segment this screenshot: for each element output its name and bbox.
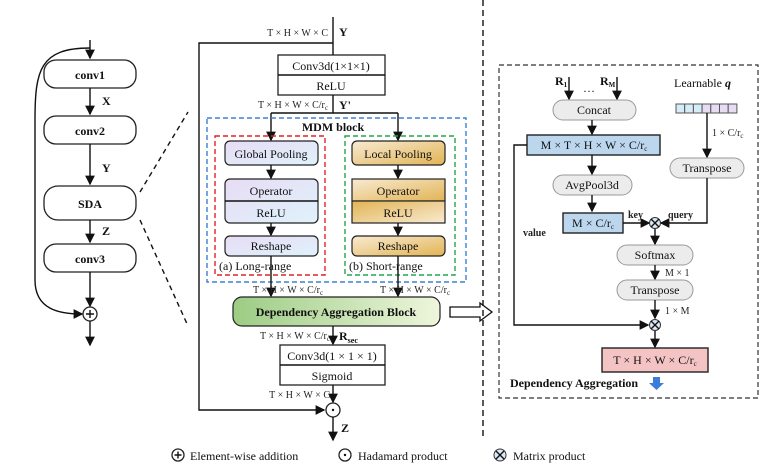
dab-out-dims: T × H × W × C/r [260,331,328,342]
q-vector-cell [675,103,686,114]
short-out-dims: T × H × W × C/r [380,285,448,296]
svg-text:1 × C/rc: 1 × C/rc [712,128,744,140]
yprime-label: Y' [339,98,351,112]
long-range-frame [214,135,326,276]
short-range-frame [344,135,456,276]
concat-box [552,99,637,121]
avgpool-label: AvgPool3d [565,178,619,192]
z-label: Z [102,224,110,238]
reshape-short-label: Reshape [378,239,419,253]
r1-label: R [555,74,564,88]
sda-detail: T × H × W × C Y Conv3d(1×1×1) ReLU T × H… [198,0,494,442]
learnable-q-vector [675,103,738,114]
ellipsis: … [583,81,595,95]
value-label: value [523,228,546,239]
stacked-features-label: M × T × H × W × C/r [541,138,645,152]
q-dims: 1 × C/r [712,128,741,139]
conv2-label: conv2 [75,124,105,138]
local-pooling-label: Local Pooling [364,147,432,161]
operator-long-label: Operator [250,184,293,198]
rm-label: R [600,74,609,88]
legend-hadamard: Hadamard product [358,449,448,463]
svg-text:T × H × W × C/rc: T × H × W × C/rc [258,100,328,112]
q-vector-cell [727,103,738,114]
query-label: query [668,210,693,221]
svg-text:M × C/rc: M × C/rc [572,216,614,231]
sda-label: SDA [78,197,102,211]
output-box-label: T × H × W × C/r [613,353,693,367]
hollow-arrow-icon [449,301,494,323]
conv3d-bottom-label: Conv3d(1 × 1 × 1) [287,349,377,363]
key-box-label: M × C/r [572,216,611,230]
q-vector-cell [719,103,729,114]
long-out-dims: T × H × W × C/r [253,285,321,296]
softmax-label: Softmax [635,248,676,262]
q-vector-cell [710,103,720,114]
mdm-block-frame [206,117,467,283]
conv1-label: conv1 [75,68,105,82]
svg-text:M × T × H × W × C/rc: M × T × H × W × C/rc [541,138,648,153]
relu-top-label: ReLU [316,79,346,93]
global-pooling-label: Global Pooling [234,147,307,161]
transpose-label: Transpose [631,283,680,297]
matrix-product-icon [649,217,661,229]
dab-label: Dependency Aggregation Block [256,305,417,319]
operator-short-label: Operator [377,184,420,198]
svg-text:T × H × W × C/rc: T × H × W × C/rc [253,285,323,297]
key-label: key [628,210,643,221]
svg-text:RM: RM [600,74,616,89]
left-network: conv1 X conv2 Y SDA Z conv3 [34,40,189,347]
x-label: X [102,94,111,108]
transpose-q-label: Transpose [683,161,732,175]
mdm-title: MDM block [302,120,365,134]
legend: Element-wise addition Hadamard product M… [171,448,586,463]
matrix-product-icon [649,319,661,331]
output-box [601,347,709,373]
dependency-aggregation-title: Dependency Aggregation [510,376,638,390]
svg-text:T × H × W × C/rc: T × H × W × C/rc [380,285,450,297]
svg-text:Rsec: Rsec [339,329,358,345]
z-output-label: Z [341,421,349,435]
relu-short-label: ReLU [383,206,413,220]
onem-label: 1 × M [665,306,690,317]
out-dims: T × H × W × C [269,390,330,401]
yprime-dims: T × H × W × C/r [258,100,326,111]
learnable-label: Learnable [674,76,725,90]
conv3-label: conv3 [75,252,105,266]
conv3d-top-label: Conv3d(1×1×1) [292,59,370,73]
reshape-long-label: Reshape [251,239,292,253]
relu-long-label: ReLU [256,206,286,220]
concat-label: Concat [577,103,612,117]
svg-text:R1: R1 [555,74,568,89]
svg-text:T × H × W × C/rc: T × H × W × C/rc [613,353,696,368]
svg-text:Learnable q: Learnable q [674,76,731,90]
q-vector-cell [701,103,712,114]
rsec-label: R [339,329,348,343]
legend-matrix: Matrix product [513,449,586,463]
m1-label: M × 1 [665,268,690,279]
svg-text:T × H × W × C/rc: T × H × W × C/rc [260,331,330,343]
dependency-aggregation-block [232,296,441,327]
q-vector-cell [684,103,694,114]
dependency-aggregation-detail: R1 … RM Concat M × T × H × W × C/rc Lear… [498,64,759,399]
y-label: Y [102,161,111,175]
down-arrow-icon [649,377,664,390]
long-range-label: (a) Long-range [219,259,291,273]
q-vector-cell [692,103,703,114]
sigmoid-label: Sigmoid [312,369,353,383]
legend-addition: Element-wise addition [190,449,298,463]
short-range-label: (b) Short-range [349,259,423,273]
input-label: Y [339,25,348,39]
input-dims: T × H × W × C [267,28,328,39]
